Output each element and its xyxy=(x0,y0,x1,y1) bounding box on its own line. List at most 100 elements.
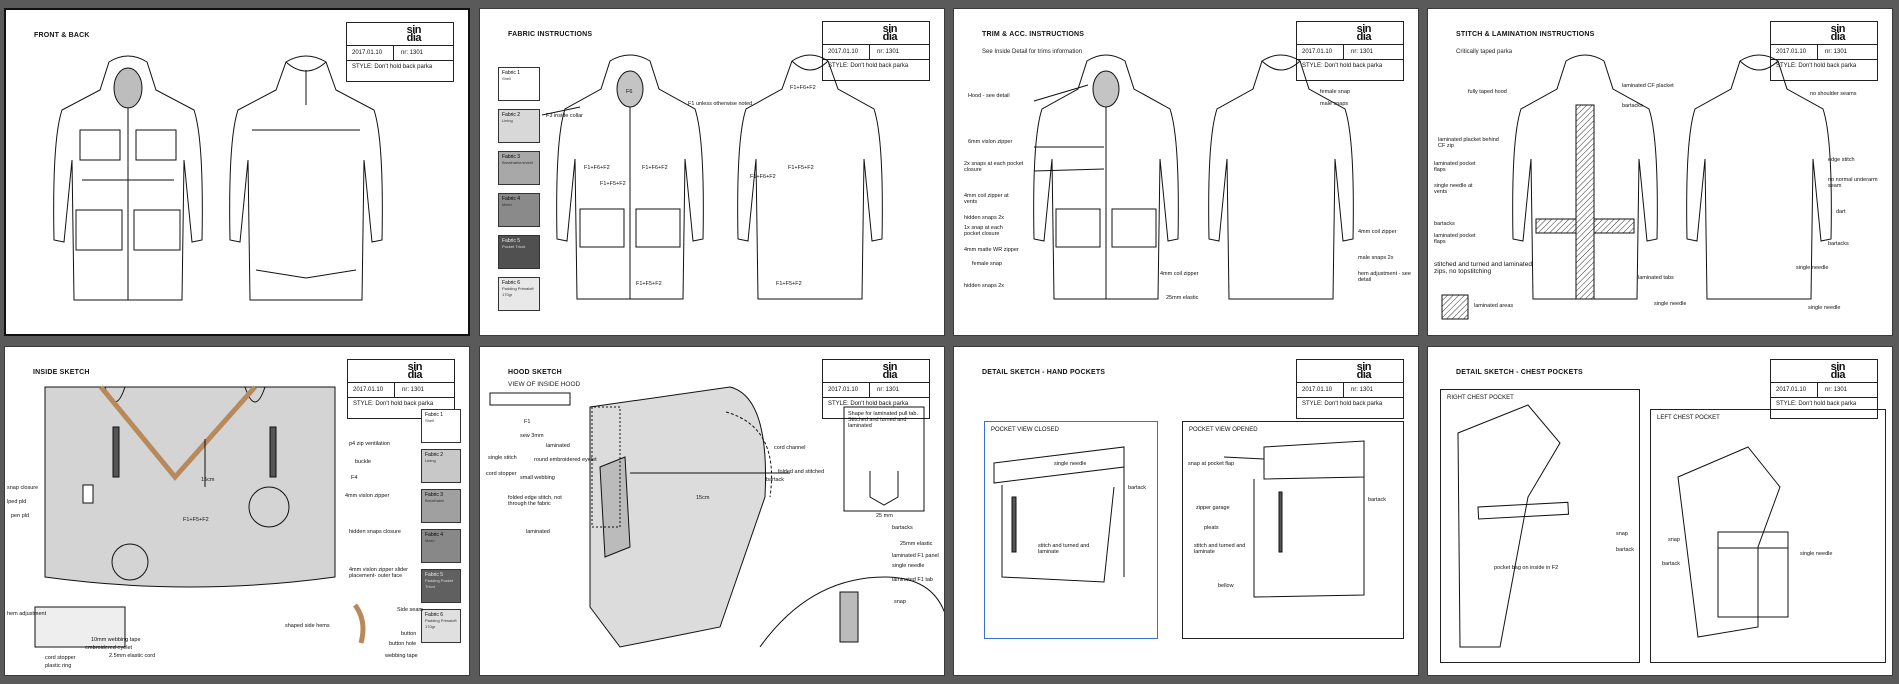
callout-label: p4 zip ventilation xyxy=(349,441,390,447)
callout-label: male snaps xyxy=(1320,101,1349,107)
number: nr: 1301 xyxy=(877,49,900,55)
callout-label: small webbing xyxy=(520,475,555,481)
page-subtitle: Critically taped parka xyxy=(1456,49,1513,55)
callout-label: 4mm coil zipper at vents xyxy=(964,193,1009,205)
hood-sketch xyxy=(489,386,944,648)
callout-label: hidden snaps 2x xyxy=(964,215,1005,221)
callout-label: bartack xyxy=(766,477,785,483)
page-subtitle: See Inside Detail for trims information xyxy=(982,49,1083,55)
number: nr: 1301 xyxy=(401,50,424,56)
callout-label: dart xyxy=(1836,209,1846,215)
callout-label: stitched and turned and laminated zips, … xyxy=(1434,261,1532,275)
callout-label: no normal underarm seam xyxy=(1828,177,1878,189)
callout-label: F1+F6+F2 xyxy=(750,174,776,180)
style-name: STYLE: Don't hold back parka xyxy=(1302,401,1383,407)
box-title: POCKET VIEW CLOSED xyxy=(991,427,1059,433)
callout-label: F3 inside collar xyxy=(546,113,583,119)
page-title: DETAIL SKETCH - CHEST POCKETS xyxy=(1456,369,1583,376)
callout-label: 2.5mm elastic cord xyxy=(109,653,156,659)
callout-label: cord stopper xyxy=(45,655,76,661)
callout-label: webbing tape xyxy=(385,653,418,659)
callout-label: single needle at vents xyxy=(1434,183,1473,195)
date: 2017.01.10 xyxy=(1302,387,1333,393)
number: nr: 1301 xyxy=(1825,387,1848,393)
callout-label: single needle xyxy=(1654,301,1687,307)
callout-label: bartack xyxy=(1662,561,1681,567)
callout-label: 4mm vislon zipper xyxy=(345,493,390,499)
callout-label: single needle xyxy=(892,563,925,569)
page-title: TRIM & ACC. INSTRUCTIONS xyxy=(982,31,1085,38)
page-subtitle: VIEW OF INSIDE HOOD xyxy=(508,381,581,388)
callout-label: button xyxy=(401,631,417,637)
callout-label: Shape for laminated pull tab. Stitched a… xyxy=(848,411,919,429)
callout-label: F1+F5+F2 xyxy=(183,517,209,523)
page-trim-acc[interactable]: TRIM & ACC. INSTRUCTIONS See Inside Deta… xyxy=(953,8,1419,336)
style-name: STYLE: Don't hold back parka xyxy=(828,401,909,407)
page-title: HOOD SKETCH xyxy=(508,369,562,376)
callout-label: single stitch xyxy=(488,455,517,461)
callout-label: folded edge stitch, not through the fabr… xyxy=(508,495,562,507)
callout-label: single needle xyxy=(1796,265,1829,271)
callout-label: stitch and turned and laminate xyxy=(1038,543,1090,555)
pocket-opened-box: POCKET VIEW OPENED xyxy=(1182,421,1404,639)
callout-label: F1+F6+F2 xyxy=(584,165,610,171)
callout-label: 1x snap at each pocket closure xyxy=(964,225,1003,237)
number: nr: 1301 xyxy=(402,387,425,393)
callout-label: laminated pocket flaps xyxy=(1434,161,1476,173)
callout-label: laminated tabs xyxy=(1638,275,1674,281)
jacket-front-back-sketch xyxy=(53,55,383,301)
box-title: LEFT CHEST POCKET xyxy=(1657,415,1720,421)
callout-label: bartack xyxy=(1616,547,1635,553)
callout-label: folded and stitched xyxy=(778,469,825,475)
callout-label: round embroidered eyelet xyxy=(534,457,597,463)
date: 2017.01.10 xyxy=(352,50,383,56)
date: 2017.01.10 xyxy=(1776,387,1807,393)
callout-label: F4 xyxy=(351,475,358,481)
date: 2017.01.10 xyxy=(1776,49,1807,55)
callout-label: sew 3mm xyxy=(520,433,544,439)
callout-label: hem adjustment - see detail xyxy=(1358,271,1411,283)
callout-label: cord stopper xyxy=(486,471,517,477)
callout-label: F1+F5+F2 xyxy=(636,281,662,287)
number: nr: 1301 xyxy=(1351,387,1374,393)
callout-label: bellow xyxy=(1218,583,1234,589)
callout-label: single needle xyxy=(1808,305,1841,311)
callout-label: 15cm xyxy=(696,495,710,501)
callout-label: pen pld xyxy=(11,513,30,519)
box-title: POCKET VIEW OPENED xyxy=(1189,427,1258,433)
box-title: RIGHT CHEST POCKET xyxy=(1447,395,1514,401)
callout-label: 15cm xyxy=(201,477,215,483)
callout-label: snap at pocket flap xyxy=(1188,461,1235,467)
callout-label: lped pld xyxy=(7,499,27,505)
date: 2017.01.10 xyxy=(828,49,859,55)
page-stitch-lamination[interactable]: STITCH & LAMINATION INSTRUCTIONS Critica… xyxy=(1427,8,1893,336)
callout-label: hidden snaps 2x xyxy=(964,283,1005,289)
callout-label: bartack xyxy=(1128,485,1147,491)
